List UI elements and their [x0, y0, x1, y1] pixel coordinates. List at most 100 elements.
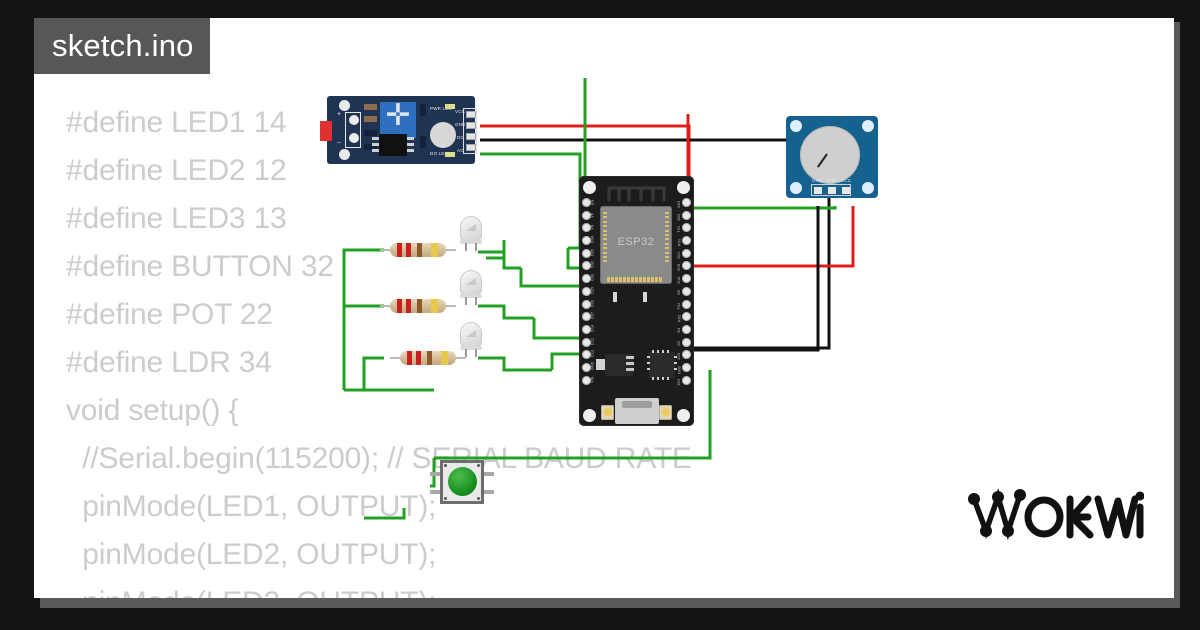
resistor-led1[interactable]	[380, 243, 456, 257]
pin-3v3[interactable]: 3V3	[677, 375, 691, 385]
led-2[interactable]	[460, 270, 482, 305]
tab-sketch-ino[interactable]: sketch.ino	[34, 18, 210, 74]
smd-resistor	[364, 116, 377, 122]
pin-d19[interactable]: D19	[677, 261, 691, 271]
band-2	[416, 351, 421, 365]
pin-vcc[interactable]	[842, 187, 850, 194]
pin-tx2[interactable]: TX2	[677, 299, 691, 309]
band-3	[417, 299, 422, 313]
pin-vcc[interactable]	[466, 111, 476, 118]
pin-gnd[interactable]	[466, 122, 476, 129]
led-legs	[465, 243, 477, 251]
pin-label: VIN	[590, 376, 595, 383]
terminal-screw[interactable]	[349, 115, 359, 125]
usb-serial-chip	[647, 350, 677, 380]
resistor-lead	[390, 357, 402, 359]
pin-label: D18	[677, 276, 682, 284]
band-tolerance	[441, 351, 448, 365]
pin-d25[interactable]: D25	[582, 287, 594, 296]
esp32-right-header[interactable]: D23 D22 TX0 RX0 D21 D19 D18 D5 TX2 RX2 D…	[677, 198, 691, 385]
pin-gnd[interactable]: GND	[582, 362, 594, 372]
button-screw	[477, 464, 480, 467]
pin-label: D34	[590, 235, 595, 243]
pin-en[interactable]: EN	[582, 198, 595, 207]
pin-label: D21	[677, 251, 682, 259]
pot-pin-header[interactable]	[811, 184, 851, 196]
pin-d35[interactable]: D35	[582, 249, 594, 258]
pin-label-gnd: GND	[455, 122, 466, 127]
button-lead	[484, 472, 494, 476]
pin-label: EN	[590, 199, 595, 205]
trimpot[interactable]	[380, 98, 416, 138]
mount-hole	[677, 181, 690, 194]
pushbutton[interactable]	[430, 456, 494, 508]
pin-d15[interactable]: D15	[677, 350, 691, 360]
smd-component	[420, 104, 426, 116]
pin-d2[interactable]: D2	[677, 337, 691, 347]
tab-label: sketch.ino	[52, 28, 194, 63]
ldr-terminal-block[interactable]	[345, 112, 361, 148]
button-lead	[430, 472, 440, 476]
pin-label: D2	[677, 340, 682, 345]
pin-tx0[interactable]: TX0	[677, 223, 691, 233]
ldr-pin-header[interactable]	[463, 108, 477, 154]
pin-d32[interactable]: D32	[582, 261, 595, 271]
smd-component	[364, 144, 377, 150]
pin-d34[interactable]: D34	[582, 235, 595, 246]
pin-label: D32	[590, 261, 595, 269]
led-flange	[460, 294, 482, 298]
pin-rx2[interactable]: RX2	[677, 312, 691, 322]
pin-rx0[interactable]: RX0	[677, 236, 691, 246]
reset-button[interactable]	[659, 405, 672, 420]
boot-button[interactable]	[601, 405, 614, 420]
smd-component	[420, 136, 426, 148]
pin-d5[interactable]: D5	[677, 286, 691, 296]
pin-d22[interactable]: D22	[677, 210, 691, 220]
pin-label: TX2	[677, 302, 682, 310]
pin-sig[interactable]	[828, 187, 836, 194]
button-screw	[477, 497, 480, 500]
pin-d13[interactable]: D13	[582, 350, 595, 360]
pin-label-gnd: GND	[812, 178, 823, 183]
pin-d23[interactable]: D23	[677, 198, 691, 208]
resistor-led3[interactable]	[390, 351, 466, 365]
pin-d18[interactable]: D18	[677, 274, 691, 284]
esp32-left-header[interactable]: EN VP VN D34 D35 D32 D33 D25 D26 D27 D14…	[582, 198, 595, 385]
pin-vp[interactable]: VP	[582, 210, 595, 220]
led-1[interactable]	[460, 216, 482, 251]
ldr-sensor-module[interactable]: + ‒ PWR LED	[320, 96, 477, 164]
pin-label: D12	[590, 337, 595, 345]
pin-d33[interactable]: D33	[582, 274, 594, 284]
pin-ao[interactable]	[466, 144, 476, 151]
resistor-led2[interactable]	[380, 299, 456, 313]
circuit-diagram[interactable]: + ‒ PWR LED	[34, 18, 1174, 598]
pin-vn[interactable]: VN	[582, 223, 594, 233]
pin-vin[interactable]: VIN	[582, 375, 595, 385]
esp32-devkit-board[interactable]: ESP32	[579, 176, 694, 426]
pin-gnd2[interactable]: GND	[677, 362, 691, 374]
pin-label: D4	[677, 327, 682, 333]
pin-d21[interactable]: D21	[677, 248, 691, 258]
pot-knob[interactable]	[800, 126, 860, 184]
light-sensor	[430, 122, 456, 148]
pin-d4[interactable]: D4	[677, 324, 691, 334]
pin-d14[interactable]: D14	[582, 325, 594, 334]
terminal-screw[interactable]	[349, 133, 359, 143]
smd-component	[364, 130, 377, 136]
pin-gnd[interactable]	[814, 187, 822, 194]
pin-d27[interactable]: D27	[582, 312, 594, 322]
pin-label: VP	[590, 212, 595, 218]
pin-do[interactable]	[466, 133, 476, 140]
led-3[interactable]	[460, 322, 482, 357]
led-dome	[460, 322, 482, 348]
simulator-canvas[interactable]: #define LED1 14 #define LED2 12 #define …	[34, 18, 1174, 598]
resistor-lead	[444, 249, 456, 251]
resistor-lead	[380, 249, 392, 251]
pin-label: D19	[677, 264, 682, 271]
pin-d12[interactable]: D12	[582, 337, 595, 347]
button-cap[interactable]	[448, 467, 477, 496]
pin-d26[interactable]: D26	[582, 299, 594, 309]
potentiometer-module[interactable]: GND SIG VCC	[786, 116, 878, 198]
resistor-lead	[454, 357, 466, 359]
pin-label: D13	[590, 350, 595, 357]
